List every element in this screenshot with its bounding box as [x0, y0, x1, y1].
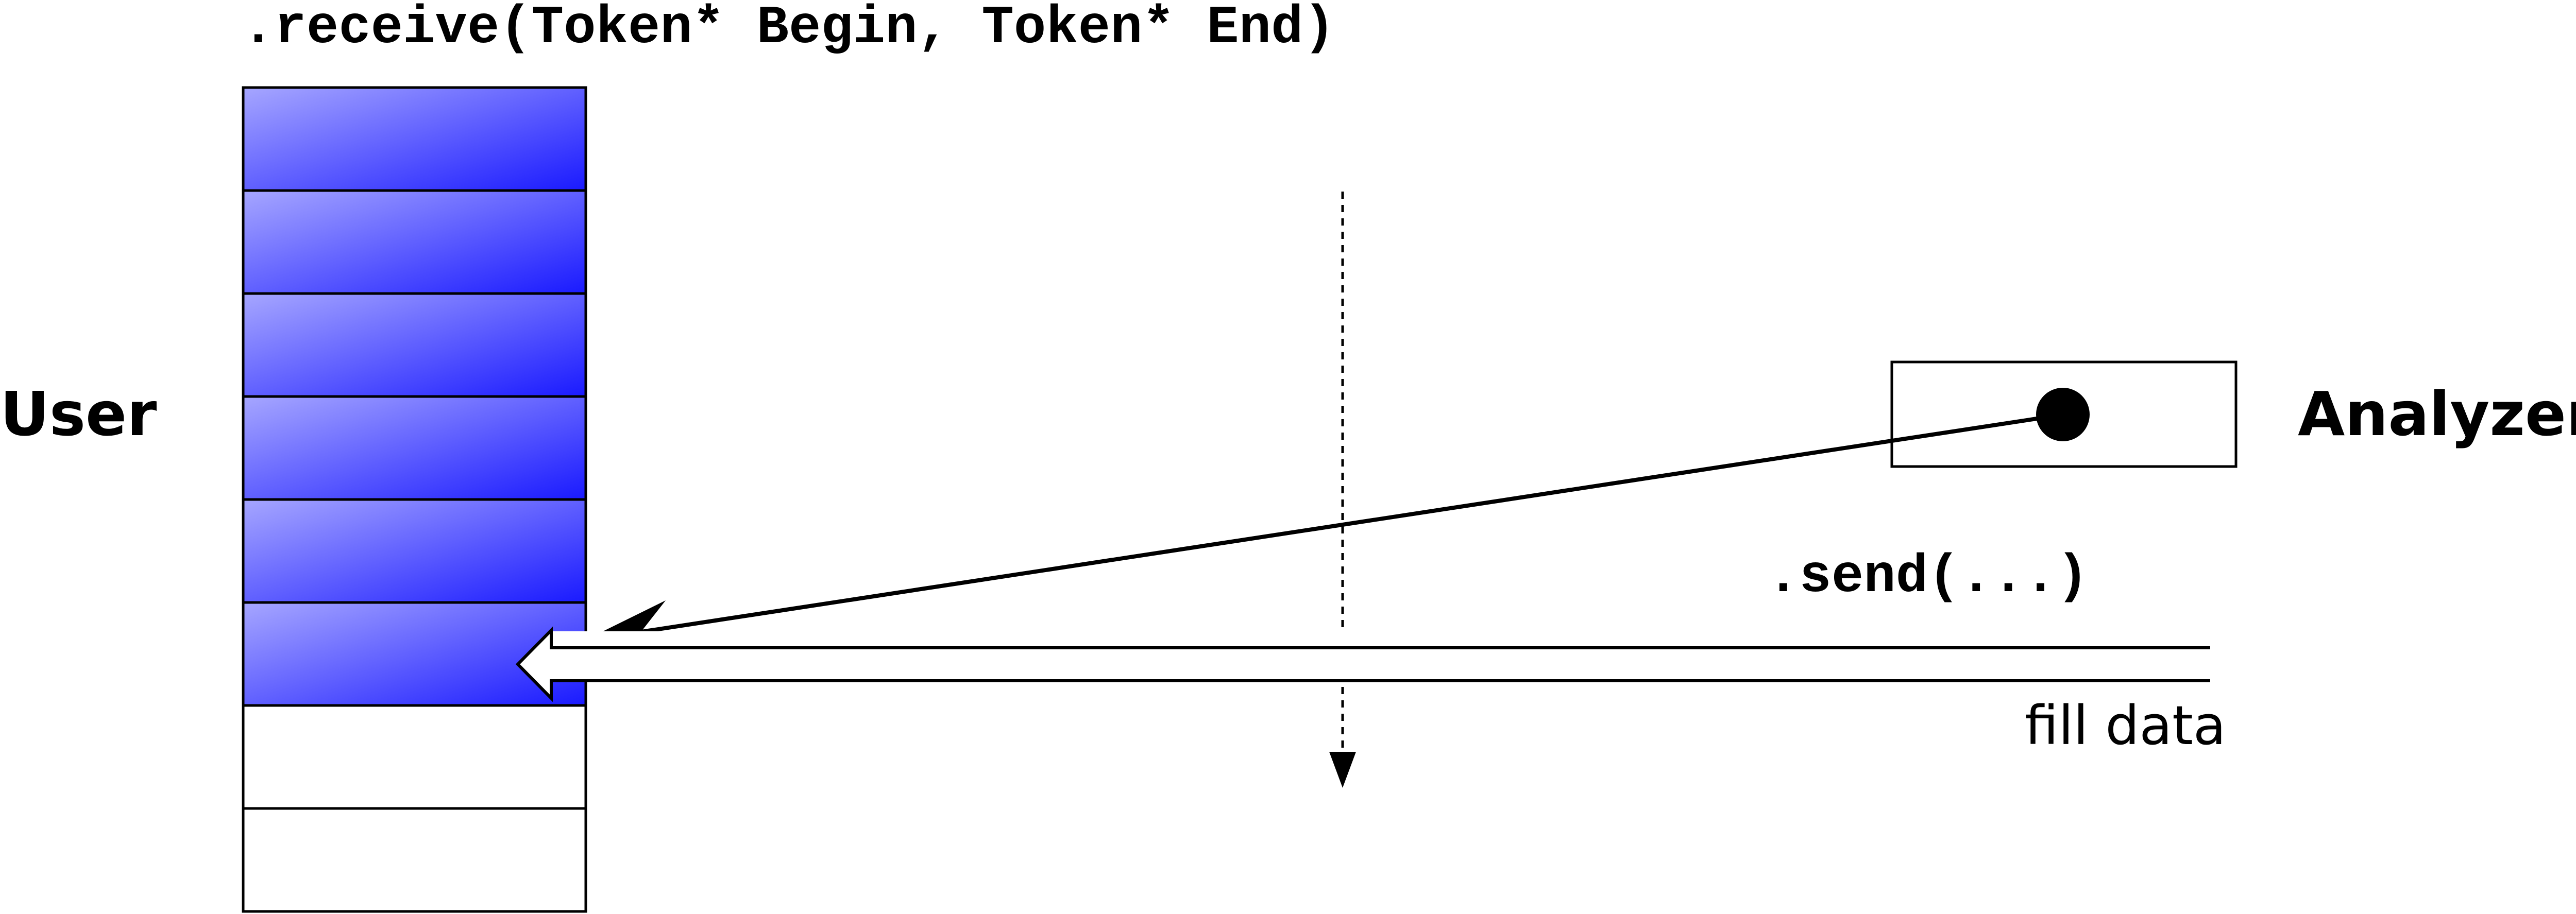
buffer-cell-empty [242, 704, 587, 810]
receive-signature-label: .receive(Token* Begin, Token* End) [242, 0, 1335, 59]
fill-data-arrow [515, 626, 2210, 702]
pointer-line [631, 416, 2041, 635]
buffer-cell-filled [242, 86, 587, 192]
analyzer-label: Analyzer [2298, 378, 2576, 450]
dotted-timeline [1329, 192, 1356, 788]
token-buffer [242, 86, 587, 913]
user-label: User [0, 378, 157, 450]
send-call-label: .send(...) [1767, 547, 2089, 608]
buffer-cell-filled [242, 395, 587, 501]
buffer-cell-filled [242, 189, 587, 295]
analyzer-box [1890, 360, 2238, 468]
fill-data-arrow-outline [515, 626, 2210, 702]
analyzer-pointer-dot-icon [2036, 388, 2090, 441]
dotted-arrowhead-icon [1329, 752, 1356, 788]
buffer-cell-empty [242, 807, 587, 913]
buffer-cell-filled [242, 292, 587, 398]
buffer-cell-filled [242, 498, 587, 604]
fill-data-label: fill data [2025, 694, 2226, 757]
